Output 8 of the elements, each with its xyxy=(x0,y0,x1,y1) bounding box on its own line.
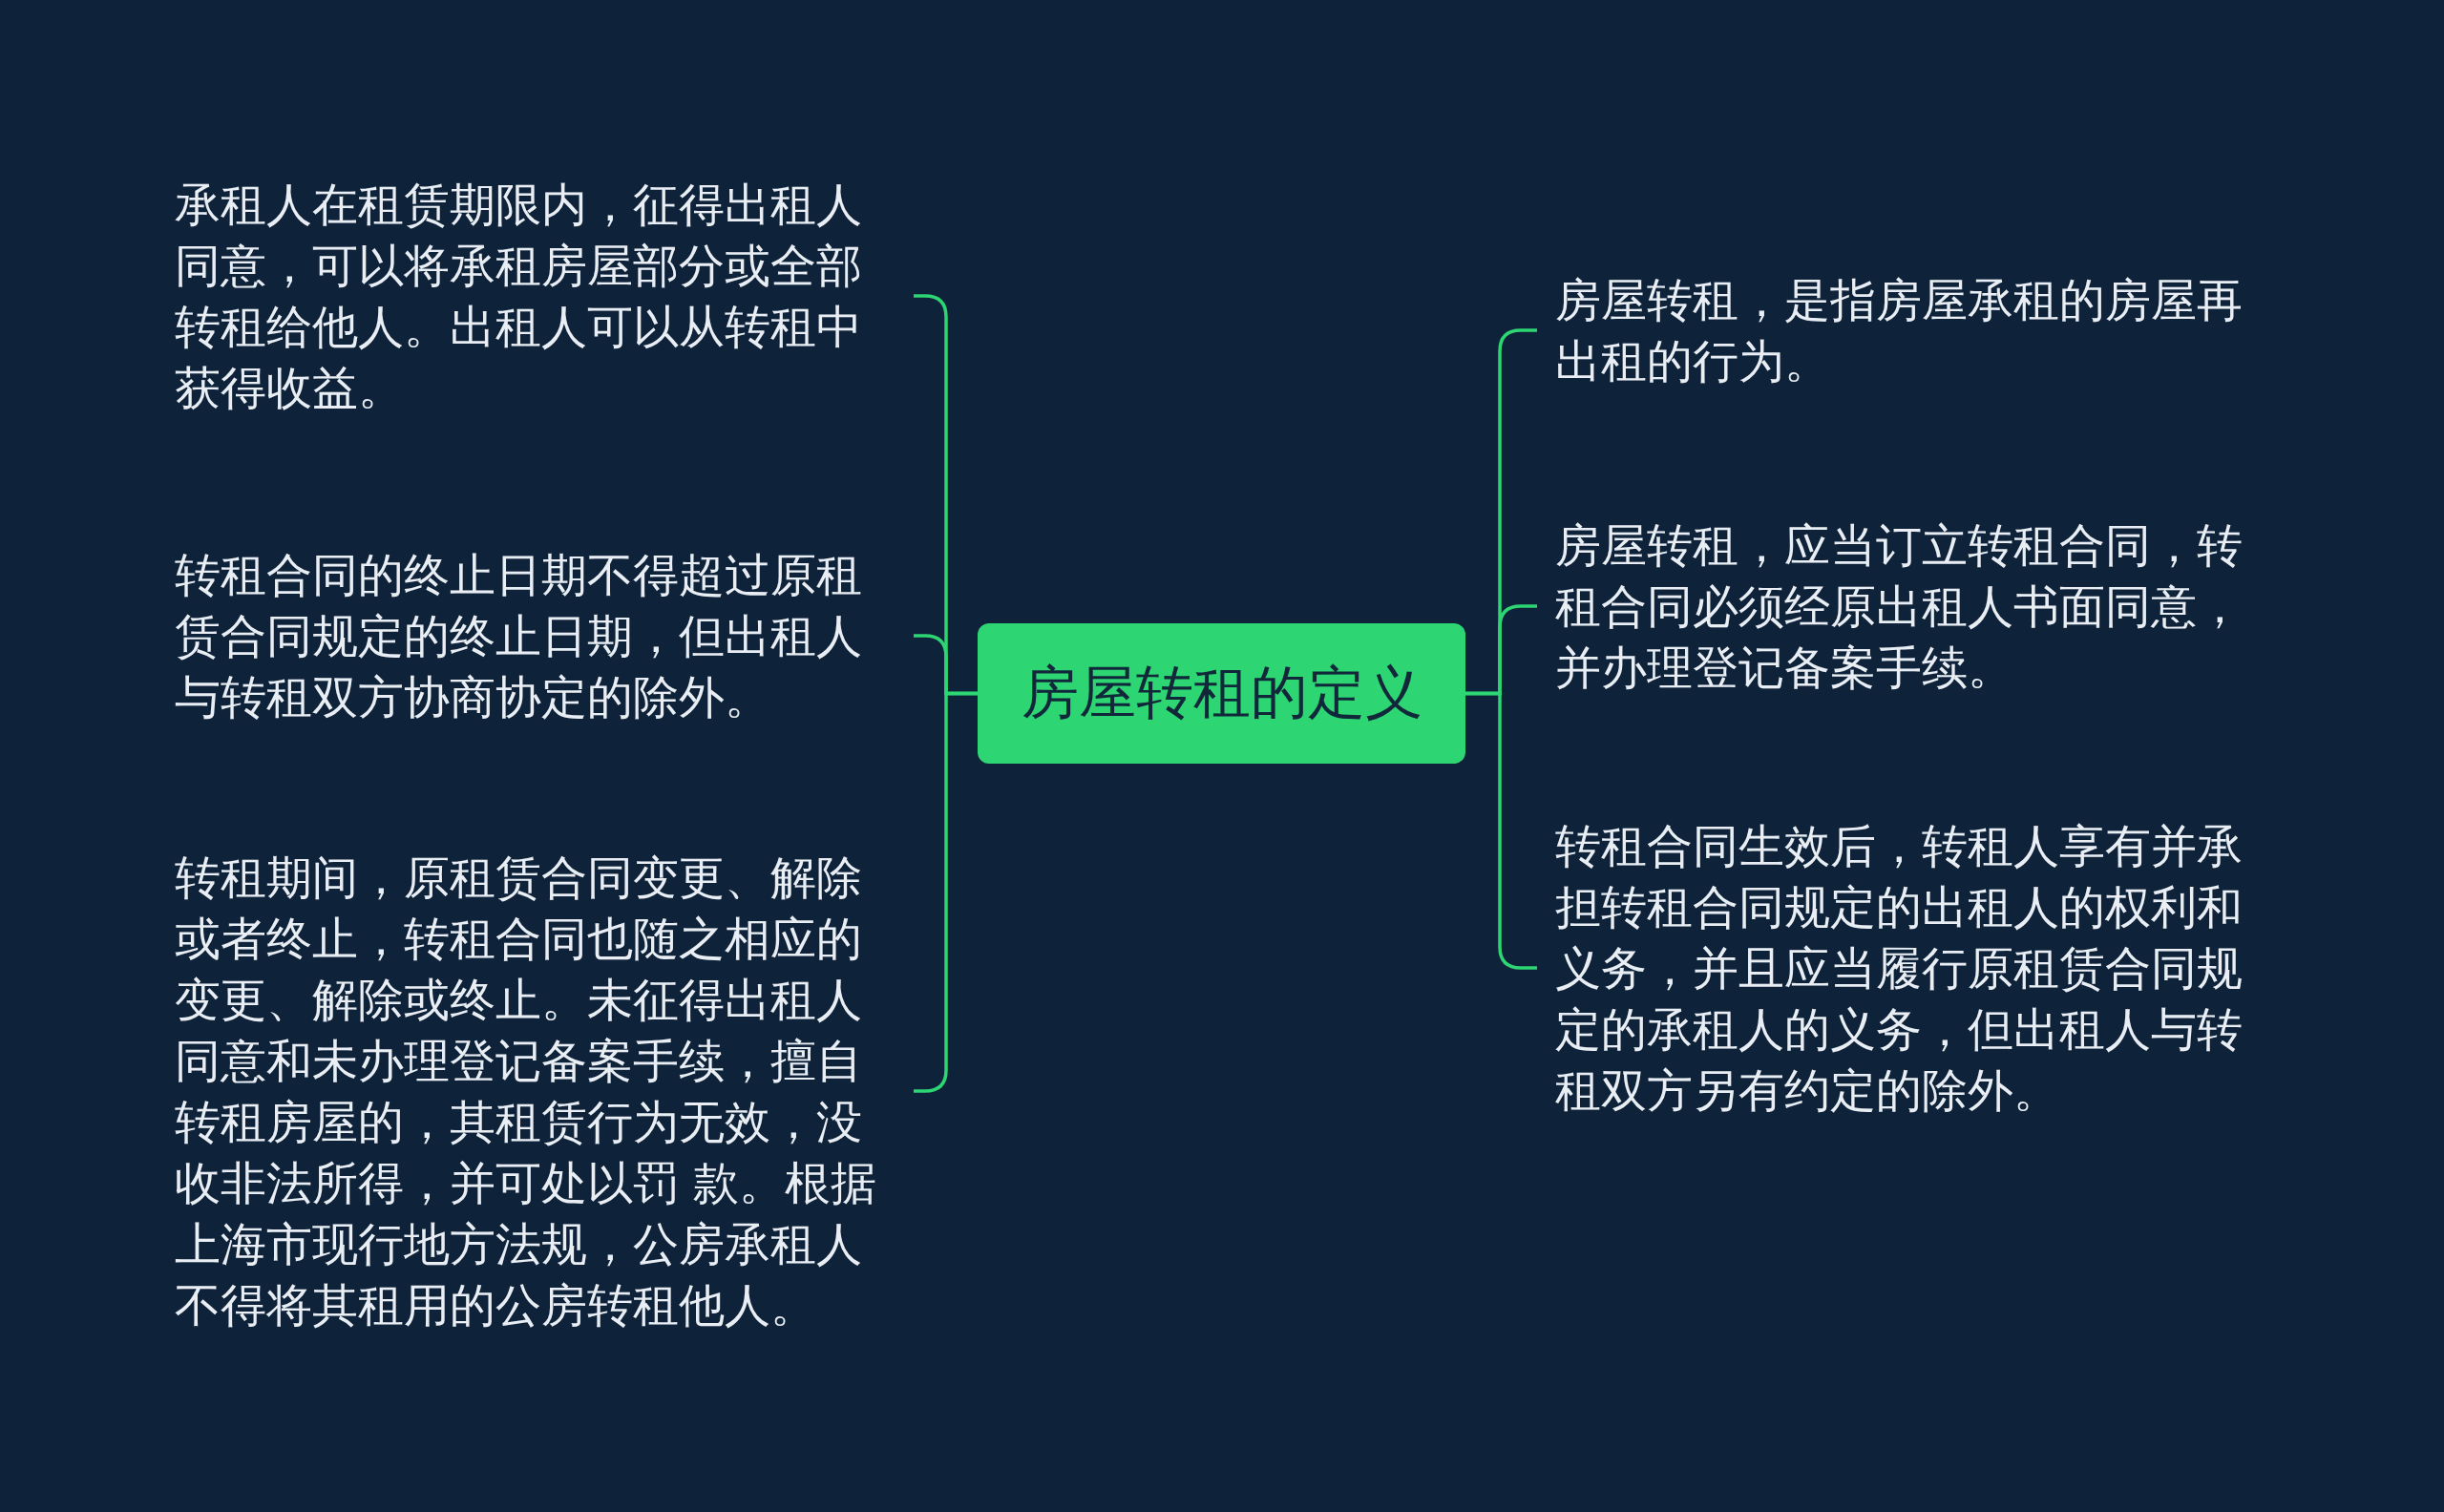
topic-text: 房屋转租，是指房屋承租的房屋再出租的行为。 xyxy=(1537,269,2266,391)
topic-text: 房屋转租，应当订立转租合同，转租合同必须经原出租人书面同意，并办理登记备案手续。 xyxy=(1537,514,2266,698)
topic-text: 转租合同的终止日期不得超过原租赁合同规定的终止日期，但出租人与转租双方协商协定的除外。 xyxy=(175,544,914,727)
central-topic-box: 房屋转租的定义 xyxy=(978,623,1465,764)
topic-text: 转租期间，原租赁合同变更、解除或者终止，转租合同也随之相应的变更、解除或终止。未征得出租人同意和未办理登记备案手续，擅自转租房屋的，其租赁行为无效，没收非法所得，并可处以罚 款。根据上海市现行地方法规，公房承租人不得将其租用的公房转租他人。 xyxy=(175,847,914,1335)
topic-text: 转租合同生效后，转租人享有并承担转租合同规定的出租人的权利和义务，并且应当履行原租赁合同规定的承租人的义务，但出租人与转租双方另有约定的除外。 xyxy=(1537,815,2266,1121)
topic-text: 承租人在租赁期限内，征得出租人同意，可以将承租房屋部分或全部转租给他人。出租人可以从转租中获得收益。 xyxy=(175,174,914,418)
connector-line xyxy=(1465,691,1537,970)
